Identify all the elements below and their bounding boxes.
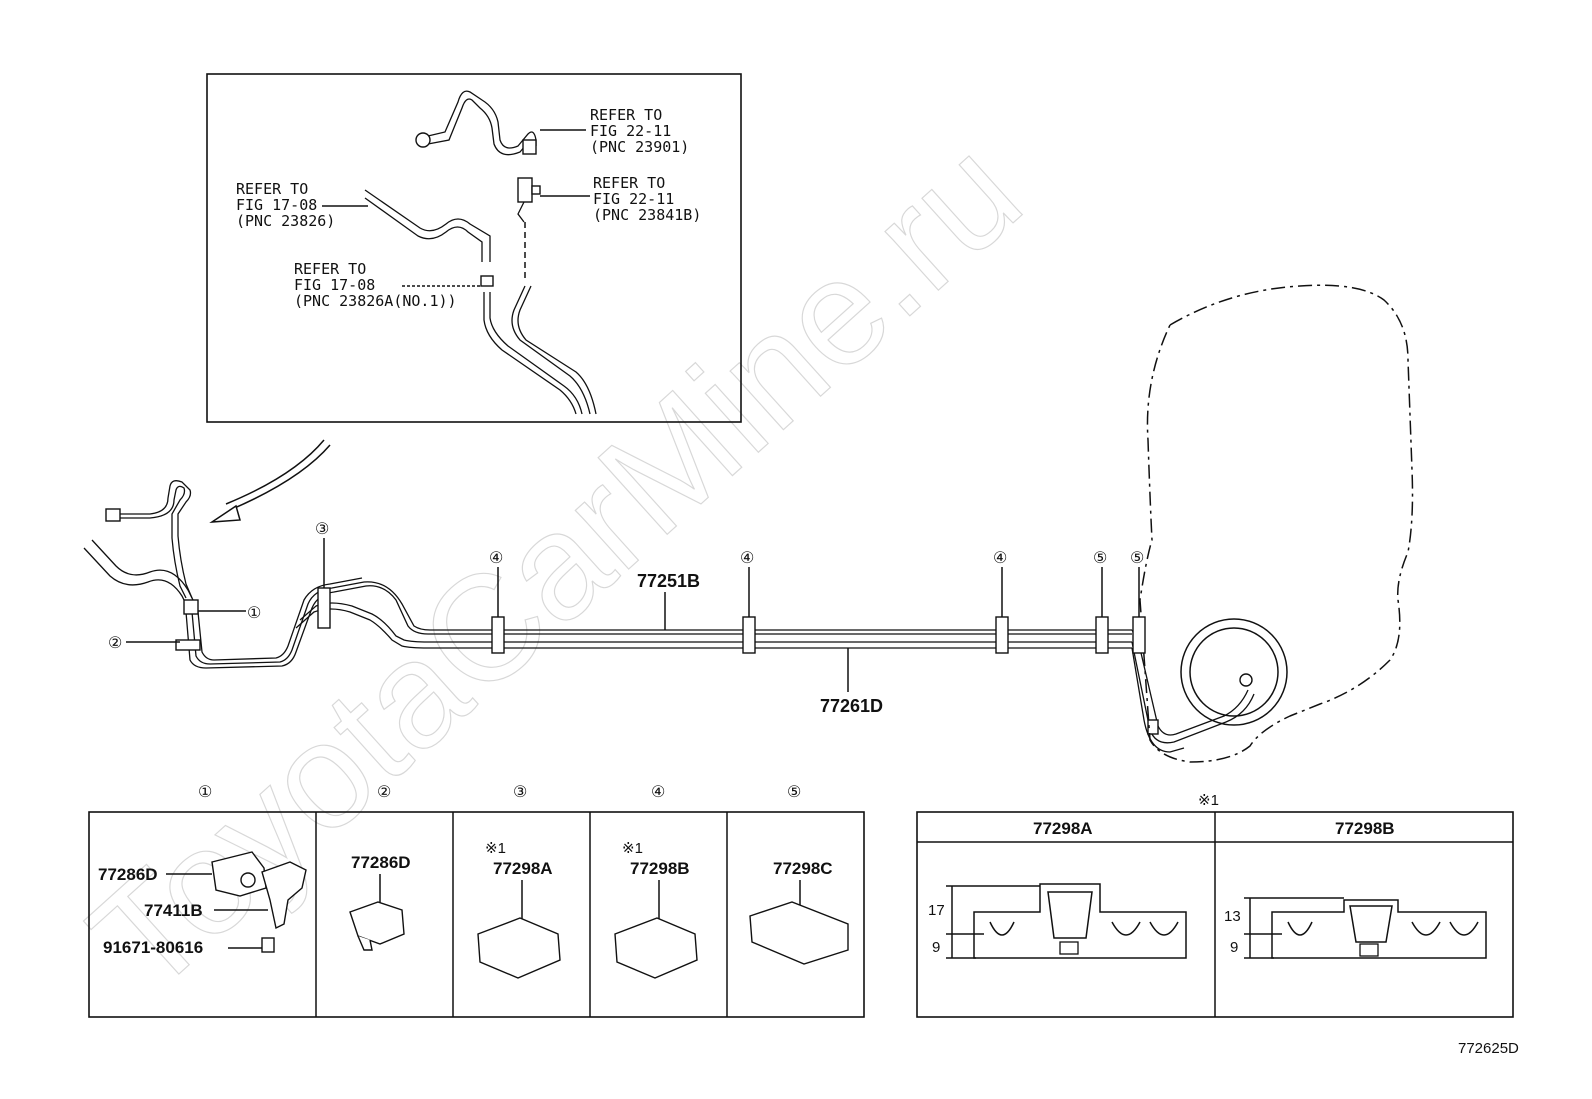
cell1-part-c: 91671-80616	[103, 938, 203, 957]
part-label-lower-tube: 77261D	[820, 696, 883, 716]
clip-4a-mark	[491, 616, 505, 654]
callout-4b: ④	[740, 550, 754, 617]
clip-4c-mark	[995, 616, 1009, 654]
callout-5b: ⑤	[1130, 550, 1144, 617]
pointer-arrow	[229, 444, 331, 511]
clip-77298b-icon	[614, 917, 698, 979]
callout-3: ③	[315, 521, 329, 588]
svg-text:(PNC 23826A(NO.1)): (PNC 23826A(NO.1))	[294, 292, 457, 310]
clip-77298a-icon	[477, 917, 561, 979]
clip-1-mark	[183, 599, 199, 615]
cell2-part: 77286D	[351, 853, 411, 872]
cell1-part-a: 77286D	[98, 865, 158, 884]
cell3-part: 77298A	[493, 859, 553, 878]
svg-text:FIG 17-08: FIG 17-08	[294, 276, 375, 294]
detail-col-b-header: 77298B	[1335, 819, 1395, 838]
part-label-upper-tube: 77251B	[637, 571, 700, 591]
clip-4b-mark	[742, 616, 756, 654]
refer-note-4: REFER TO FIG 17-08 (PNC 23826A(NO.1))	[294, 260, 480, 310]
inset-vapor-hose	[364, 189, 491, 262]
svg-text:FIG 22-11: FIG 22-11	[590, 122, 671, 140]
detail-col-a-header: 77298A	[1033, 819, 1093, 838]
fuel-tank-outline	[1139, 284, 1414, 763]
dim-a-bottom: 9	[932, 939, 940, 956]
svg-text:REFER TO: REFER TO	[236, 180, 308, 198]
svg-text:④: ④	[489, 550, 503, 567]
svg-text:②: ②	[108, 635, 122, 652]
svg-text:REFER TO: REFER TO	[593, 174, 665, 192]
clip-2-mark	[175, 639, 201, 651]
cell1-part-b: 77411B	[144, 901, 203, 920]
dim-a-top: 17	[928, 902, 945, 919]
callout-5a: ⑤	[1093, 550, 1107, 617]
inset-small-clip-icon	[480, 275, 494, 287]
svg-text:REFER TO: REFER TO	[590, 106, 662, 124]
svg-text:FIG 22-11: FIG 22-11	[593, 190, 674, 208]
cell4-part: 77298B	[630, 859, 690, 878]
svg-text:⑤: ⑤	[1093, 550, 1107, 567]
cell4-note: ※1	[622, 840, 643, 857]
refer-note-2: REFER TO FIG 22-11 (PNC 23841B)	[540, 174, 701, 224]
clip-77298c-icon	[749, 901, 849, 965]
watermark: ToyotaCarMine.ru	[59, 107, 1051, 1024]
detail-table: ※1 77298A 77298B 17 9 13 9	[916, 792, 1514, 1018]
fuel-pump-ring	[1189, 627, 1279, 717]
svg-text:FIG 17-08: FIG 17-08	[236, 196, 317, 214]
clip-5b-mark	[1132, 616, 1146, 654]
svg-text:④: ④	[993, 550, 1007, 567]
bracket-77411b-icon	[261, 861, 307, 930]
table-header-2: ②	[377, 784, 391, 801]
svg-text:①: ①	[247, 605, 261, 622]
svg-text:④: ④	[740, 550, 754, 567]
table-header-4: ④	[651, 784, 665, 801]
cell3-note: ※1	[485, 840, 506, 857]
svg-text:(PNC 23826): (PNC 23826)	[236, 212, 335, 230]
bolt-icon	[261, 937, 275, 953]
callout-4a: ④	[489, 550, 503, 617]
dim-b-bottom: 9	[1230, 939, 1238, 956]
figure-code: 772625D	[1458, 1040, 1519, 1057]
callout-1: ①	[198, 605, 261, 622]
svg-text:③: ③	[315, 521, 329, 538]
svg-text:(PNC 23841B): (PNC 23841B)	[593, 206, 701, 224]
cell5-part: 77298C	[773, 859, 833, 878]
inset-connector-icon	[517, 177, 533, 203]
callout-4c: ④	[993, 550, 1007, 617]
refer-note-1: REFER TO FIG 22-11 (PNC 23901)	[540, 106, 689, 156]
clip-profile-b-icon	[1271, 899, 1487, 959]
refer-note-3: REFER TO FIG 17-08 (PNC 23826)	[236, 180, 368, 230]
svg-text:(PNC 23901): (PNC 23901)	[590, 138, 689, 156]
inset-frame	[206, 73, 742, 423]
clip-profile-a-icon	[973, 883, 1187, 959]
svg-text:⑤: ⑤	[1130, 550, 1144, 567]
callout-2: ②	[108, 635, 180, 652]
tube-connector-icon	[105, 508, 121, 522]
inset-upper-hose	[415, 90, 537, 156]
clip-3-mark	[317, 587, 331, 629]
clip-table: ① ② ③ ④ ⑤ 77286D 77411B 91671-80616 7728…	[88, 784, 865, 1018]
table-header-3: ③	[513, 784, 527, 801]
detail-note: ※1	[1198, 792, 1219, 809]
table-header-5: ⑤	[787, 784, 801, 801]
clip-5a-mark	[1095, 616, 1109, 654]
table-header-1: ①	[198, 784, 212, 801]
hose-connector-icon	[415, 132, 431, 148]
svg-text:REFER TO: REFER TO	[294, 260, 366, 278]
dim-b-top: 13	[1224, 908, 1241, 925]
